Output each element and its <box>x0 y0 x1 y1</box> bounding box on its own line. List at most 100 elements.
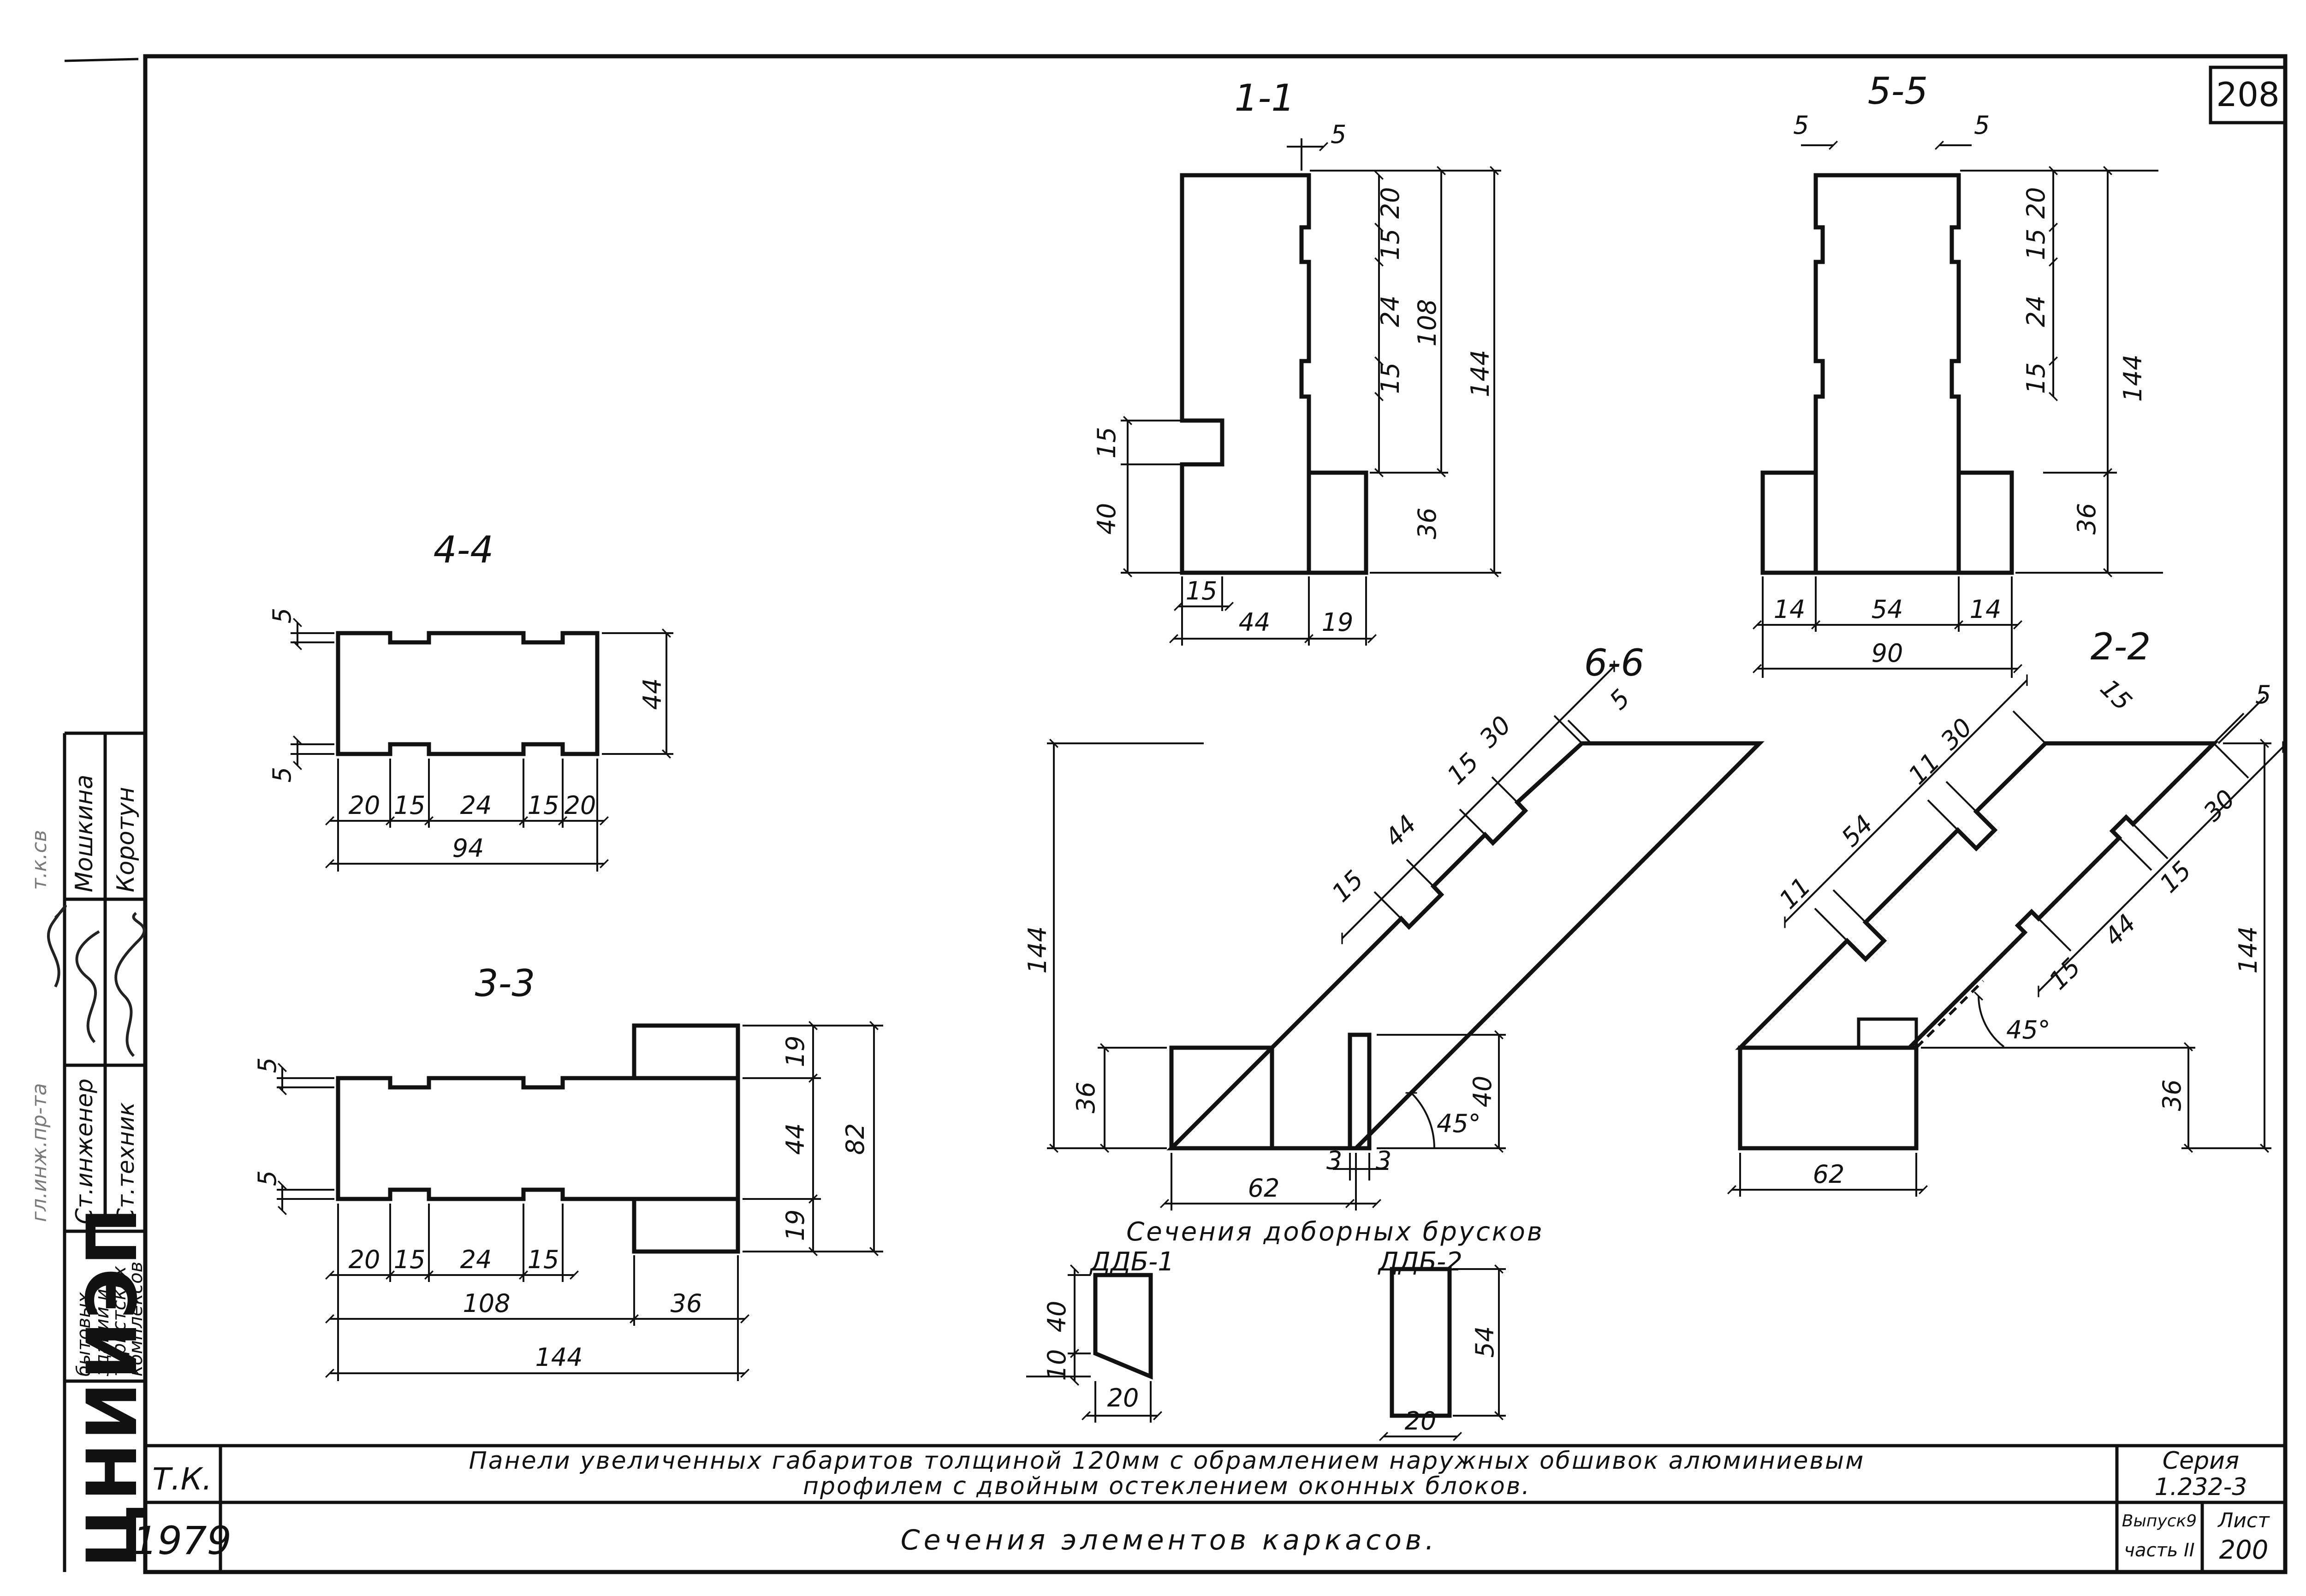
dim-1-1-5: 5 <box>1331 120 1346 149</box>
dim-3-3-5a: 5 <box>253 1057 282 1073</box>
dim-ddb2-54: 54 <box>1470 1326 1499 1358</box>
section-3-3-top-block <box>632 1023 740 1080</box>
dim-6-6-angle: 45° <box>1437 1109 1481 1138</box>
section-6-6-left-block <box>1169 1045 1274 1151</box>
dim-2-2-144: 144 <box>2234 926 2263 973</box>
stamp-logo: ЦНИИЭП <box>72 1205 153 1568</box>
dim-4-4-5a: 5 <box>267 608 297 623</box>
dim-4-4-20b: 20 <box>565 791 596 820</box>
dim-3-3-19a: 19 <box>781 1036 810 1068</box>
series-value: 1.232-3 <box>2155 1473 2247 1501</box>
dim-2-2-30a: 30 <box>1935 712 1978 755</box>
section-6-6-outline <box>1166 741 1765 1151</box>
dim-3-3-108: 108 <box>463 1289 510 1318</box>
dim-2-2-54: 54 <box>1836 809 1878 852</box>
dim-5-5-36: 36 <box>2072 503 2101 535</box>
ddb2-shape <box>1390 1267 1452 1418</box>
section-5-5: 5-5 5 5 20 15 <box>1753 70 2163 678</box>
angle-arc-2-2 <box>1973 991 2005 1048</box>
section-label-6-6: 6-6 <box>1584 641 1645 684</box>
stamp-role-1: Ст.инженер <box>71 1079 98 1224</box>
dim-1-1-40: 40 <box>1092 503 1121 535</box>
dim-3-3-36: 36 <box>671 1289 702 1318</box>
corner-sheet-number: 208 <box>2216 75 2279 114</box>
dim-4-4-24: 24 <box>460 791 492 820</box>
dim-2-2-30b: 30 <box>2198 784 2241 827</box>
section-label-5-5: 5-5 <box>1868 70 1928 113</box>
stamp-org-2: зданий и <box>92 1289 113 1376</box>
dim-5-5-90: 90 <box>1872 639 1903 668</box>
extra-bars-title: Сечения доборных брусков <box>1126 1217 1544 1247</box>
dim-5-5-20: 20 <box>2021 187 2050 219</box>
dim-ddb1-20: 20 <box>1107 1383 1139 1412</box>
dim-2-2-62: 62 <box>1813 1160 1845 1189</box>
dim-1-1-19: 19 <box>1322 608 1354 637</box>
dim-1-1-36: 36 <box>1413 508 1442 540</box>
stamp-org-3: туристских <box>109 1266 130 1376</box>
dim-5-5-5a: 5 <box>1793 111 1809 140</box>
dim-1-1-144: 144 <box>1466 350 1495 397</box>
dim-4-4-15a: 15 <box>394 791 426 820</box>
section-2-2-small-block <box>1857 1017 1918 1050</box>
dim-2-2-44: 44 <box>2098 908 2141 951</box>
dim-3-3-15a: 15 <box>394 1245 426 1274</box>
stamp-role-2: Ст.техник <box>113 1102 139 1224</box>
dim-6-6-40: 40 <box>1468 1076 1497 1108</box>
title-block: Т.К. 1979 Панели увеличенных габаритов т… <box>133 1444 2285 1572</box>
dim-ddb1-40: 40 <box>1042 1301 1071 1333</box>
dim-4-4-20a: 20 <box>349 791 380 820</box>
section-1-1: 1-1 5 20 1 <box>1092 77 1501 646</box>
title-subtitle: Сечения элементов каркасов. <box>901 1524 1438 1556</box>
ddb1-label: ДДБ-1 <box>1089 1247 1174 1277</box>
dim-1-1-15a: 15 <box>1376 229 1405 261</box>
section-3-3-bottom-block <box>632 1197 740 1254</box>
dim-2-2-5: 5 <box>2255 680 2271 709</box>
section-2-2: 2-2 <box>1727 625 2284 1197</box>
stamp-org-1: бытовых <box>73 1292 95 1376</box>
title-tk: Т.К. <box>152 1461 212 1497</box>
section-4-4-outline <box>336 631 600 756</box>
dim-5-5-14b: 14 <box>1970 595 2002 624</box>
part-label: часть II <box>2124 1540 2194 1561</box>
section-5-5-outline <box>1813 173 1961 575</box>
dim-6-6-30: 30 <box>1474 710 1516 753</box>
section-label-2-2: 2-2 <box>2091 625 2151 668</box>
dim-ddb2-20: 20 <box>1405 1406 1437 1436</box>
stamp-cut-text-1: гл.инж.пр-та <box>28 1083 51 1222</box>
section-6-6-strip <box>1348 1032 1372 1151</box>
dim-6-6-144: 144 <box>1023 926 1052 973</box>
dim-3-3-19b: 19 <box>781 1210 810 1241</box>
section-6-6: 6-6 <box>1023 641 1765 1210</box>
dim-2-2-15a: 15 <box>2095 673 2138 716</box>
section-3-3: 3-3 <box>253 962 883 1381</box>
dim-3-3-15b: 15 <box>528 1245 559 1274</box>
dim-1-1-44: 44 <box>1239 608 1271 637</box>
dim-1-1-24: 24 <box>1376 296 1405 327</box>
dim-2-2-36: 36 <box>2157 1080 2187 1111</box>
dim-3-3-144: 144 <box>535 1343 582 1372</box>
sheet-label: Лист <box>2217 1509 2270 1532</box>
dim-1-1-15b: 15 <box>1376 362 1405 394</box>
title-line-1: Панели увеличенных габаритов толщиной 12… <box>469 1447 1865 1475</box>
dim-1-1-108: 108 <box>1413 299 1442 346</box>
section-label-4-4: 4-4 <box>434 528 494 571</box>
dim-3-3-44: 44 <box>781 1123 810 1155</box>
section-5-5-right-block <box>1956 470 2014 575</box>
dim-6-6-3a: 3 <box>1326 1146 1342 1175</box>
section-3-3-outline <box>336 1076 740 1201</box>
ddb1-shape <box>1093 1273 1153 1380</box>
sheet-frame <box>64 54 2288 1574</box>
dim-6-6-5: 5 <box>1604 683 1635 715</box>
dim-4-4-44: 44 <box>638 678 667 710</box>
dim-6-6-15b: 15 <box>1326 865 1369 908</box>
dim-5-5-14a: 14 <box>1774 595 1806 624</box>
dim-5-5-54: 54 <box>1872 595 1903 624</box>
dim-6-6-36: 36 <box>1071 1082 1100 1114</box>
dim-3-3-20: 20 <box>349 1245 380 1274</box>
dim-6-6-62: 62 <box>1248 1174 1280 1203</box>
title-year: 1979 <box>133 1518 232 1563</box>
dim-3-3-82: 82 <box>841 1123 870 1155</box>
extra-bars: Сечения доборных брусков ДДБ-1 ДДБ-2 40 … <box>1026 1217 1544 1441</box>
dim-2-2-angle: 45° <box>2006 1015 2050 1044</box>
dim-4-4-5b: 5 <box>267 767 297 783</box>
